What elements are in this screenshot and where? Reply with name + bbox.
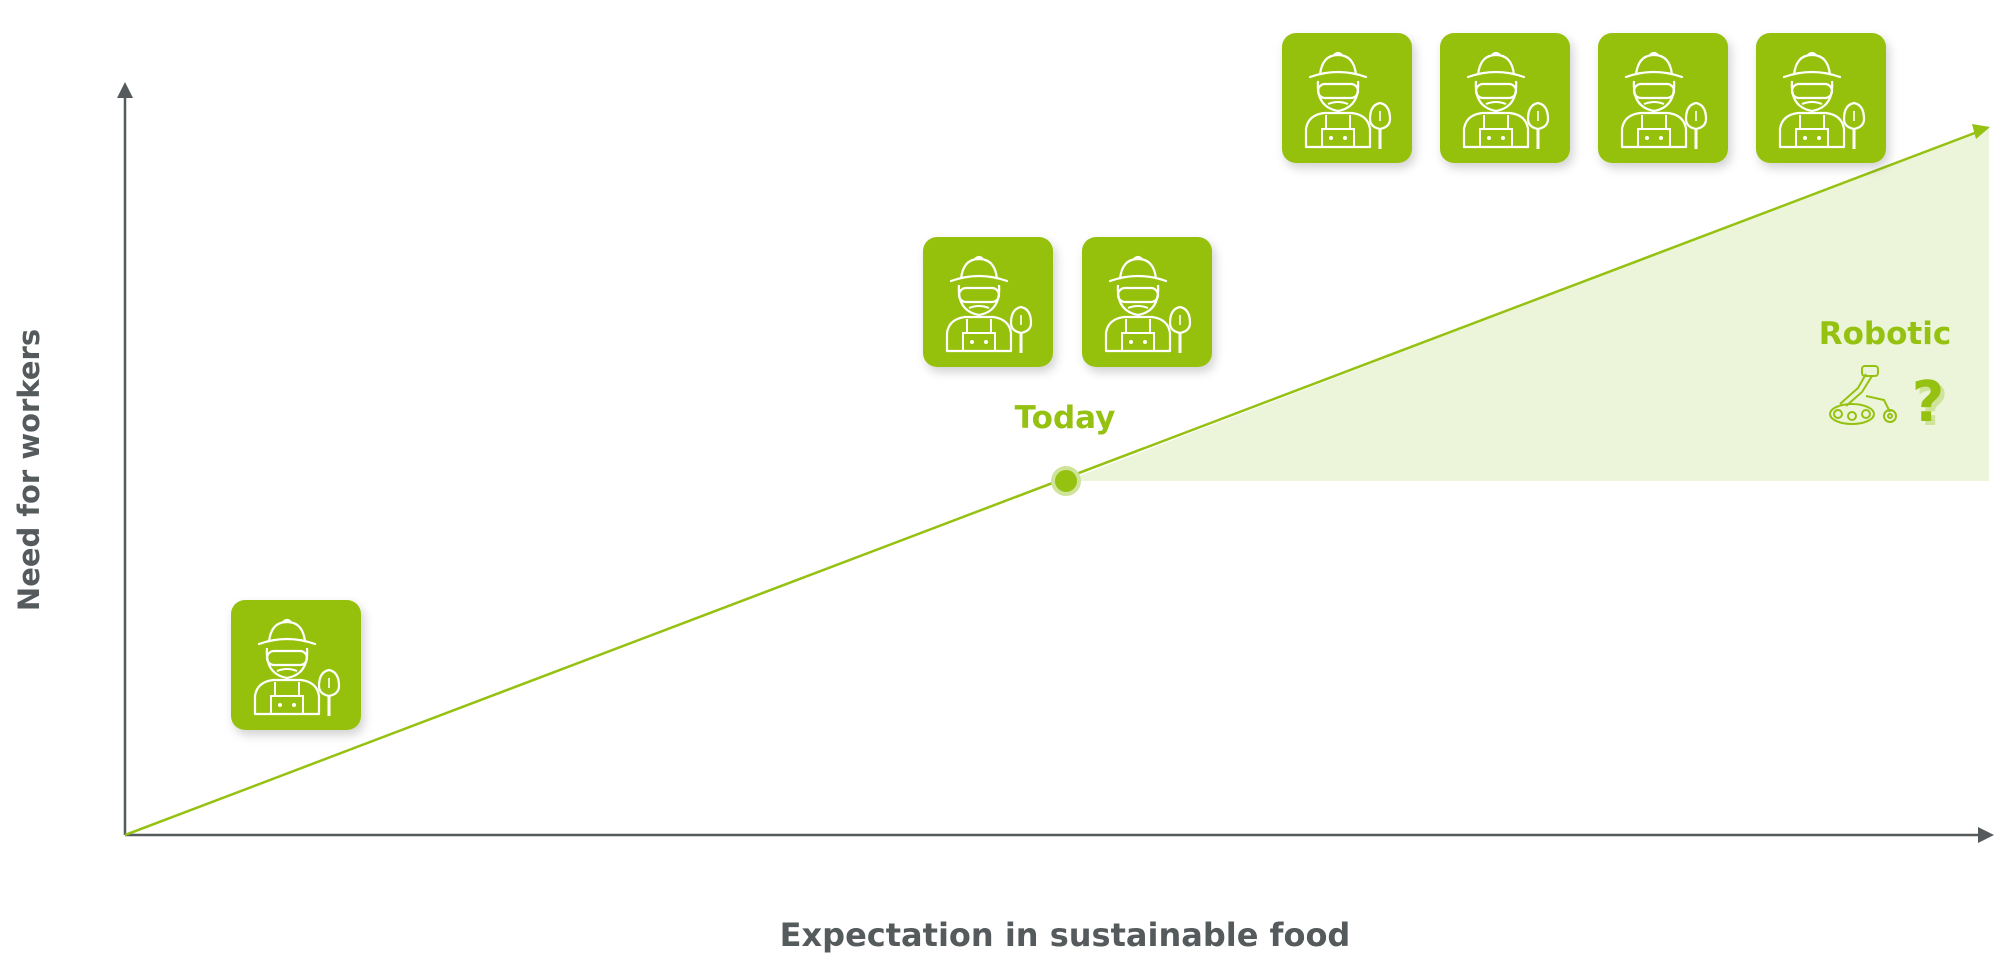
robot-icon: [1829, 365, 1897, 425]
robotic-label: Robotic: [1818, 316, 1952, 352]
farmer-tile-future-4: [1756, 33, 1886, 163]
farmer-tile-future-3: [1598, 33, 1728, 163]
farmer-tile-today-1: [923, 237, 1053, 367]
y-axis-label: Need for workers: [12, 328, 46, 612]
robotic-question-mark: ?: [1916, 374, 1948, 439]
x-axis-label: Expectation in sustainable food: [779, 916, 1351, 954]
farmer-tile-future-1: [1282, 33, 1412, 163]
farmer-tile-early: [231, 600, 361, 730]
robotic-question-mark-front: ?: [1912, 370, 1944, 435]
x-axis: [125, 827, 1994, 843]
today-marker: [1051, 466, 1081, 496]
y-axis: [117, 82, 133, 835]
today-label: Today: [1014, 400, 1116, 436]
farmer-tile-today-2: [1082, 237, 1212, 367]
farmer-tile-future-2: [1440, 33, 1570, 163]
